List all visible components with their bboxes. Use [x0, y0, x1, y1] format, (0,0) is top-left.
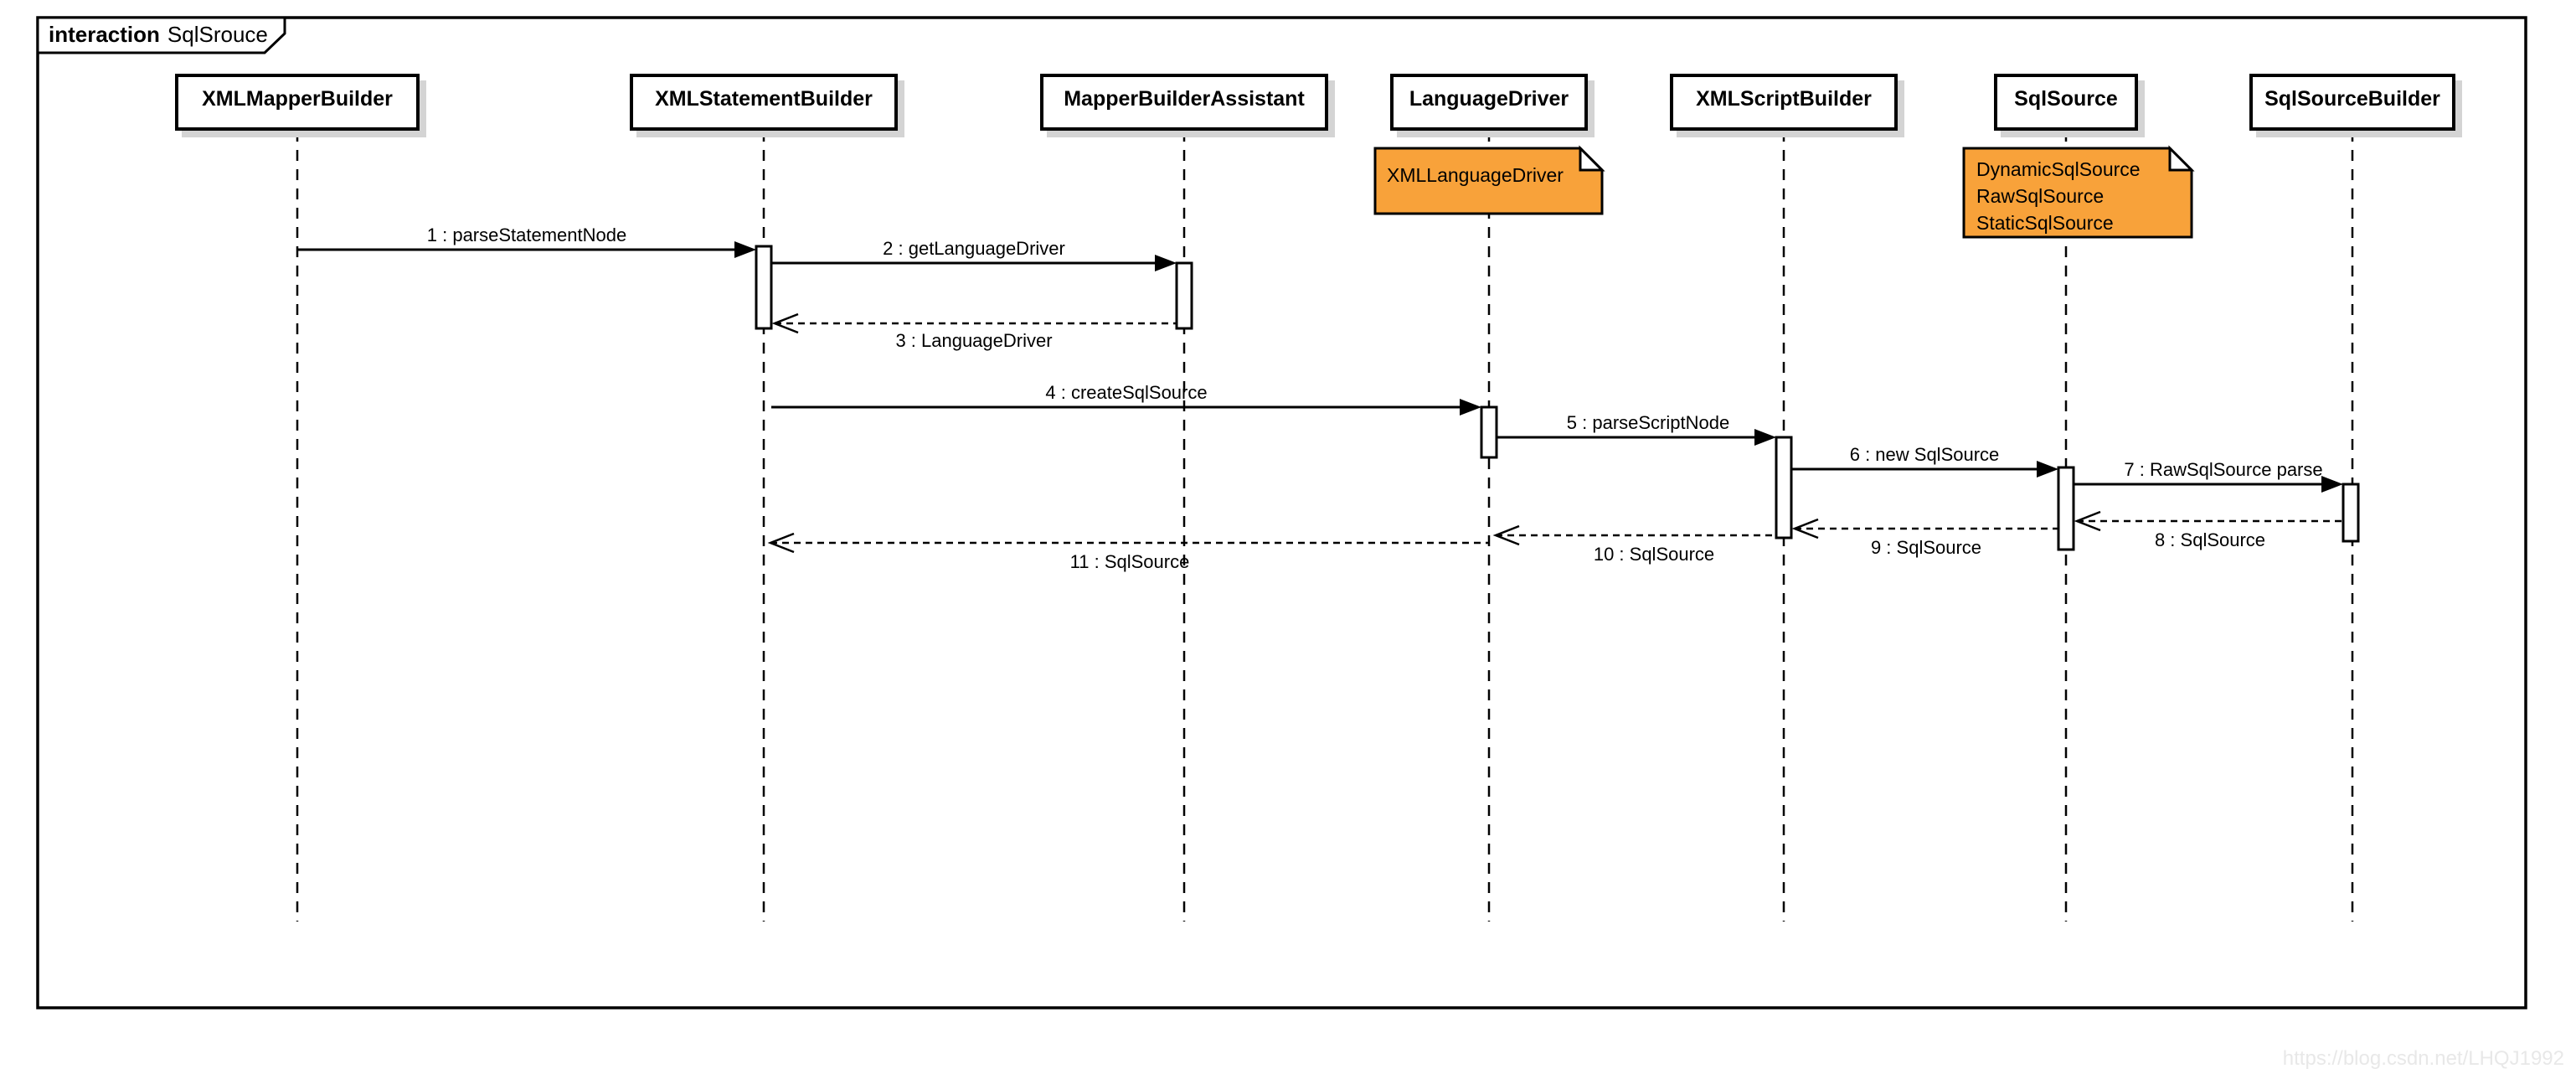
lifeline-name-label: XMLStatementBuilder: [655, 87, 873, 111]
message-label-5: 5 : parseScriptNode: [1566, 412, 1730, 433]
message-label-9: 9 : SqlSource: [1870, 537, 1982, 558]
open-arrowhead-icon: [2074, 510, 2101, 532]
lifeline-head-languagedriver: LanguageDriver: [1390, 74, 1588, 131]
note-line: XMLLanguageDriver: [1387, 164, 1564, 186]
lifeline-head-xmlstatementbuilder: XMLStatementBuilder: [630, 74, 898, 131]
lifeline-name-label: XMLScriptBuilder: [1696, 87, 1872, 111]
lifeline-name-label: SqlSource: [2014, 87, 2118, 111]
filled-arrowheads-group: [734, 241, 2343, 493]
message-label-11: 11 : SqlSource: [1069, 551, 1190, 572]
lifeline-name-label: XMLMapperBuilder: [202, 87, 393, 111]
frame-border: [36, 16, 2527, 1009]
note-text-sqlsource-impls: DynamicSqlSource RawSqlSource StaticSqlS…: [1976, 156, 2141, 236]
arrowhead-icon: [2037, 461, 2058, 478]
message-label-7: 7 : RawSqlSource parse: [2124, 459, 2323, 480]
open-arrowhead-icon: [767, 532, 795, 554]
open-arrowhead-icon: [1791, 518, 1819, 540]
lifeline-name-label: MapperBuilderAssistant: [1064, 87, 1305, 111]
lifeline-head-sqlsourcebuilder: SqlSourceBuilder: [2249, 74, 2455, 131]
lifeline-head-xmlmapperbuilder: XMLMapperBuilder: [175, 74, 420, 131]
frame-title: interaction SqlSrouce: [49, 22, 268, 48]
activation-sqlsourcebuilder: [2342, 483, 2360, 543]
note-line: DynamicSqlSource: [1976, 158, 2141, 180]
note-line: StaticSqlSource: [1976, 212, 2114, 234]
lifeline-head-xmlscriptbuilder: XMLScriptBuilder: [1670, 74, 1898, 131]
activation-xmlscriptbuilder: [1775, 436, 1793, 540]
message-label-2: 2 : getLanguageDriver: [883, 238, 1065, 259]
message-label-4: 4 : createSqlSource: [1045, 382, 1208, 403]
lifeline-name-label: SqlSourceBuilder: [2264, 87, 2440, 111]
arrowhead-icon: [1460, 399, 1481, 416]
return-messages-group: [770, 322, 2343, 545]
open-arrowhead-icon: [1492, 524, 1520, 546]
arrowhead-icon: [1754, 429, 1776, 446]
message-label-6: 6 : new SqlSource: [1849, 444, 2000, 465]
frame-keyword-label: interaction: [49, 22, 160, 47]
frame-name-label: SqlSrouce: [167, 22, 268, 47]
note-shape-xmllanguagedriver: [1373, 147, 1604, 215]
call-messages-group: [297, 248, 2336, 486]
open-arrowheads-group: [767, 312, 2101, 554]
note-shape-sqlsource-impls: [1962, 147, 2193, 239]
arrowhead-icon: [734, 241, 756, 258]
open-arrowhead-icon: [771, 312, 799, 334]
lifeline-head-mapperbuilderassistant: MapperBuilderAssistant: [1040, 74, 1328, 131]
lifeline-head-sqlsource: SqlSource: [1994, 74, 2138, 131]
arrowhead-icon: [1155, 255, 1177, 271]
message-label-8: 8 : SqlSource: [2154, 529, 2266, 550]
activation-xmlstatementbuilder: [755, 245, 773, 330]
activation-sqlsource: [2057, 466, 2075, 551]
note-fold-icon: [1579, 145, 1605, 172]
lifeline-name-label: LanguageDriver: [1409, 87, 1569, 111]
message-label-10: 10 : SqlSource: [1593, 544, 1715, 565]
note-fold-icon: [2168, 145, 2195, 172]
watermark-text: https://blog.csdn.net/LHQJ1992: [2282, 1047, 2564, 1070]
message-label-3: 3 : LanguageDriver: [895, 330, 1053, 351]
note-line: RawSqlSource: [1976, 185, 2105, 207]
arrowhead-icon: [2321, 476, 2343, 493]
activations-group: [755, 245, 2360, 551]
notes-group: [1373, 145, 2195, 239]
message-label-1: 1 : parseStatementNode: [426, 225, 627, 245]
activation-mapperbuilderassistant: [1175, 261, 1193, 330]
frame-title-tab: [36, 16, 286, 54]
activation-languagedriver: [1480, 405, 1498, 459]
note-text-xmllanguagedriver: XMLLanguageDriver: [1387, 162, 1564, 188]
